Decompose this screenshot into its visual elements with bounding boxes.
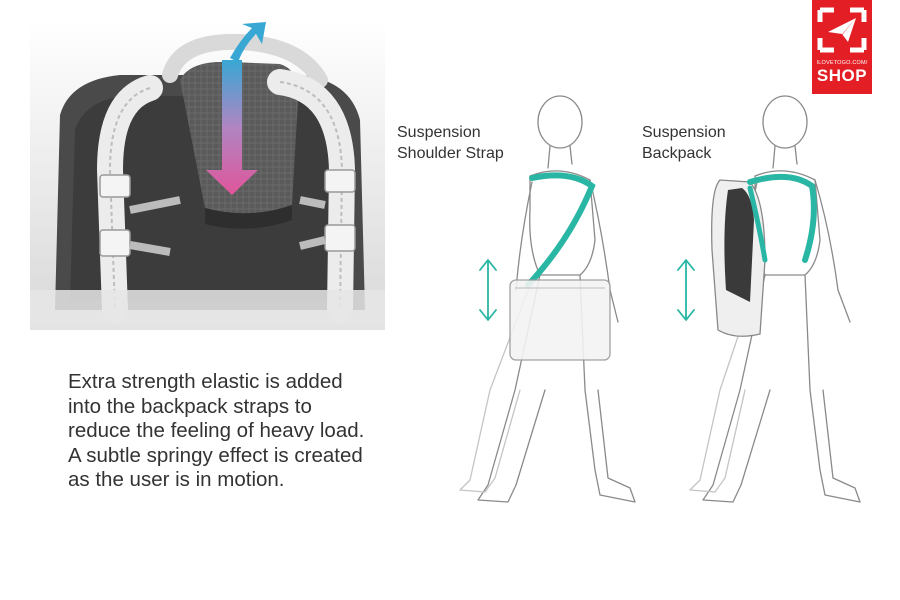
suspension-arrow <box>206 60 258 195</box>
description-line: A subtle springy effect is created <box>68 443 363 467</box>
label-line: Shoulder Strap <box>397 145 504 162</box>
bounce-arrow-right <box>677 259 695 321</box>
figure-backpack <box>689 95 861 503</box>
description-line: reduce the feeling of heavy load. <box>68 419 365 442</box>
figure-shoulder-strap <box>459 95 636 503</box>
shoulder-bag <box>509 172 611 361</box>
shop-logo[interactable]: ILOVETOGO.COM/ SHOP <box>812 0 872 94</box>
description-line: Extra strength elastic is added <box>68 370 343 393</box>
feature-description: Extra strength elastic is added into the… <box>68 370 428 493</box>
description-line: into the backpack straps to <box>68 394 312 418</box>
bounce-arrow-left <box>479 259 497 321</box>
paper-plane-logo-icon <box>817 7 867 53</box>
description-line: as the user is in motion. <box>68 468 285 491</box>
label-line: Suspension <box>397 124 481 141</box>
logo-url: ILOVETOGO.COM/ <box>816 60 868 66</box>
walking-figures-illustration <box>459 95 861 503</box>
label-line: Suspension <box>642 124 726 141</box>
logo-word: SHOP <box>816 66 868 85</box>
backpack-back-photo <box>30 20 385 330</box>
backpack-shape <box>711 173 817 337</box>
shoulder-strap-label: Suspension Shoulder Strap <box>397 122 504 164</box>
backpack-label: Suspension Backpack <box>642 122 726 164</box>
label-line: Backpack <box>642 145 712 162</box>
